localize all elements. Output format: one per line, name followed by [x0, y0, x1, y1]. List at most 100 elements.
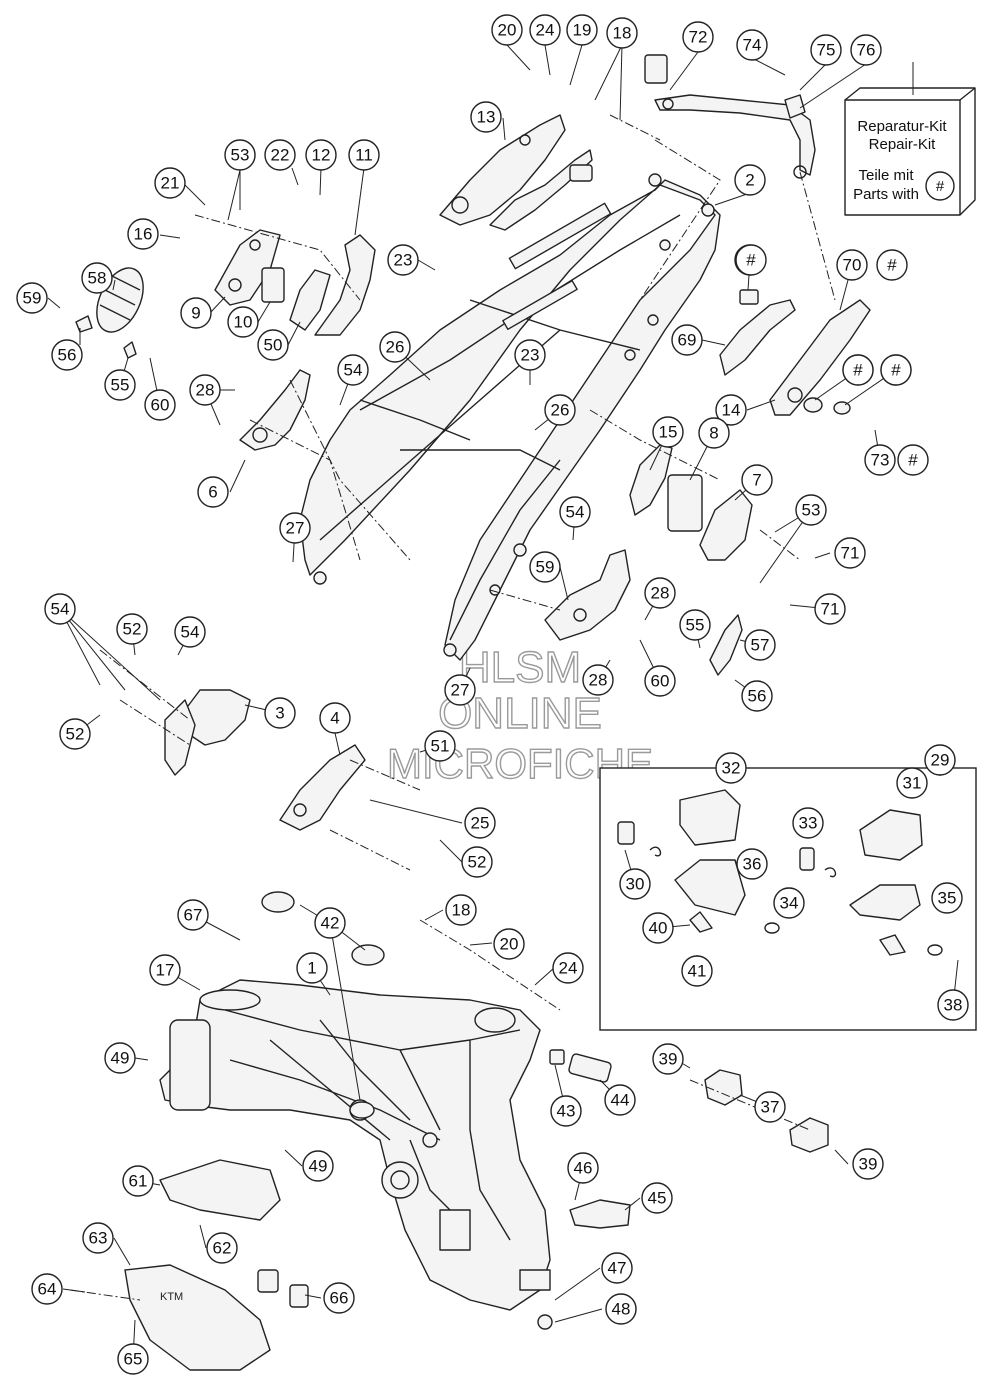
callout-circle [122, 1165, 154, 1197]
callout-23: 23 [514, 339, 546, 371]
callout-number: 52 [66, 725, 85, 744]
callout-number: 11 [355, 146, 373, 165]
callout-47: 47 [601, 1252, 633, 1284]
callout-71: 71 [834, 537, 866, 569]
callout-circle [937, 989, 969, 1021]
callout-number: 15 [659, 423, 678, 442]
callout-circle [582, 664, 614, 696]
callout-number: 55 [686, 616, 705, 635]
callout-55: 55 [104, 369, 136, 401]
callout-number: 26 [386, 338, 405, 357]
callout-34: 34 [773, 887, 805, 919]
callout-21: 21 [154, 167, 186, 199]
callout-circle [424, 730, 456, 762]
callout-circle [177, 899, 209, 931]
callout-24: 24 [552, 952, 584, 984]
callout-54: 54 [174, 616, 206, 648]
callout-number: 53 [802, 501, 821, 520]
callout-circle [387, 244, 419, 276]
callout-55: 55 [679, 609, 711, 641]
callout-circle [149, 954, 181, 986]
assembly-lines [69, 114, 836, 1301]
callout-circle [681, 955, 713, 987]
callout-circle [314, 907, 346, 939]
callout-number: 8 [709, 424, 718, 443]
callout-number: 75 [817, 41, 836, 60]
callout-59: 59 [16, 282, 48, 314]
callout-number: 39 [659, 1050, 678, 1069]
callout-number: 49 [309, 1157, 328, 1176]
callout-number: 20 [500, 935, 519, 954]
callout-number: 40 [649, 919, 668, 938]
callout-number: 48 [612, 1300, 631, 1319]
callout-58: 58 [81, 262, 113, 294]
callout-number: 70 [843, 256, 862, 275]
callout-number: 25 [471, 814, 490, 833]
callout-circle [619, 868, 651, 900]
callout-27: 27 [444, 674, 476, 706]
repair-kit-mark: # [735, 244, 767, 276]
callout-circle [601, 1252, 633, 1284]
callout-56: 56 [51, 339, 83, 371]
main-frame [159, 979, 551, 1311]
callout-number: 46 [574, 1159, 593, 1178]
callout-circle [652, 416, 684, 448]
callout-28: 28 [582, 664, 614, 696]
callout-circle [470, 101, 502, 133]
upper-parts [439, 54, 816, 231]
callout-57: 57 [744, 629, 776, 661]
callout-27: 27 [279, 512, 311, 544]
callout-number: 59 [23, 289, 42, 308]
callout-circle [698, 417, 730, 449]
callout-28: 28 [189, 374, 221, 406]
callout-number: 62 [213, 1239, 232, 1258]
callout-number: 3 [275, 704, 284, 723]
callout-69: 69 [671, 324, 703, 356]
callout-63: 63 [82, 1222, 114, 1254]
callout-52: 52 [461, 846, 493, 878]
callout-number: 54 [344, 361, 363, 380]
callout-circle [257, 329, 289, 361]
callout-20: 20 [493, 928, 525, 960]
callout-number: 28 [589, 671, 608, 690]
callout-circle [852, 1148, 884, 1180]
callout-18: 18 [445, 894, 477, 926]
skid-plate-logo: KTM [160, 1291, 183, 1303]
callout-number: # [908, 451, 918, 470]
callout-71: 71 [814, 593, 846, 625]
callout-number: 16 [134, 225, 153, 244]
callout-circle [264, 139, 296, 171]
callout-circle [31, 1273, 63, 1305]
callout-30: 30 [619, 868, 651, 900]
callout-number: 54 [181, 623, 200, 642]
callout-circle [180, 297, 212, 329]
callout-49: 49 [302, 1150, 334, 1182]
callout-number: 21 [161, 174, 180, 193]
callout-circle [931, 882, 963, 914]
callout-circle [81, 262, 113, 294]
callout-circle [104, 1042, 136, 1074]
callout-circle [744, 629, 776, 661]
callout-number: 76 [857, 41, 876, 60]
callout-51: 51 [424, 730, 456, 762]
callout-circle [773, 887, 805, 919]
callout-46: 46 [567, 1152, 599, 1184]
repair-kit-mark: # [897, 444, 929, 476]
callout-number: 61 [129, 1172, 148, 1191]
callout-4: 4 [319, 702, 351, 734]
callout-25: 25 [464, 807, 496, 839]
callout-41: 41 [681, 955, 713, 987]
callout-number: 34 [780, 894, 799, 913]
repair-kit-line-2: Repair-Kit [869, 136, 937, 153]
callout-circle [792, 807, 824, 839]
callout-number: 36 [743, 855, 762, 874]
callout-circle [550, 1095, 582, 1127]
callout-number: 12 [312, 146, 331, 165]
callout-39: 39 [852, 1148, 884, 1180]
callout-70: 70 [836, 249, 868, 281]
callout-circle [144, 389, 176, 421]
callout-number: 35 [938, 889, 957, 908]
rear-subframe [299, 173, 721, 661]
callout-number: 72 [689, 28, 708, 47]
callout-number: 18 [452, 901, 471, 920]
